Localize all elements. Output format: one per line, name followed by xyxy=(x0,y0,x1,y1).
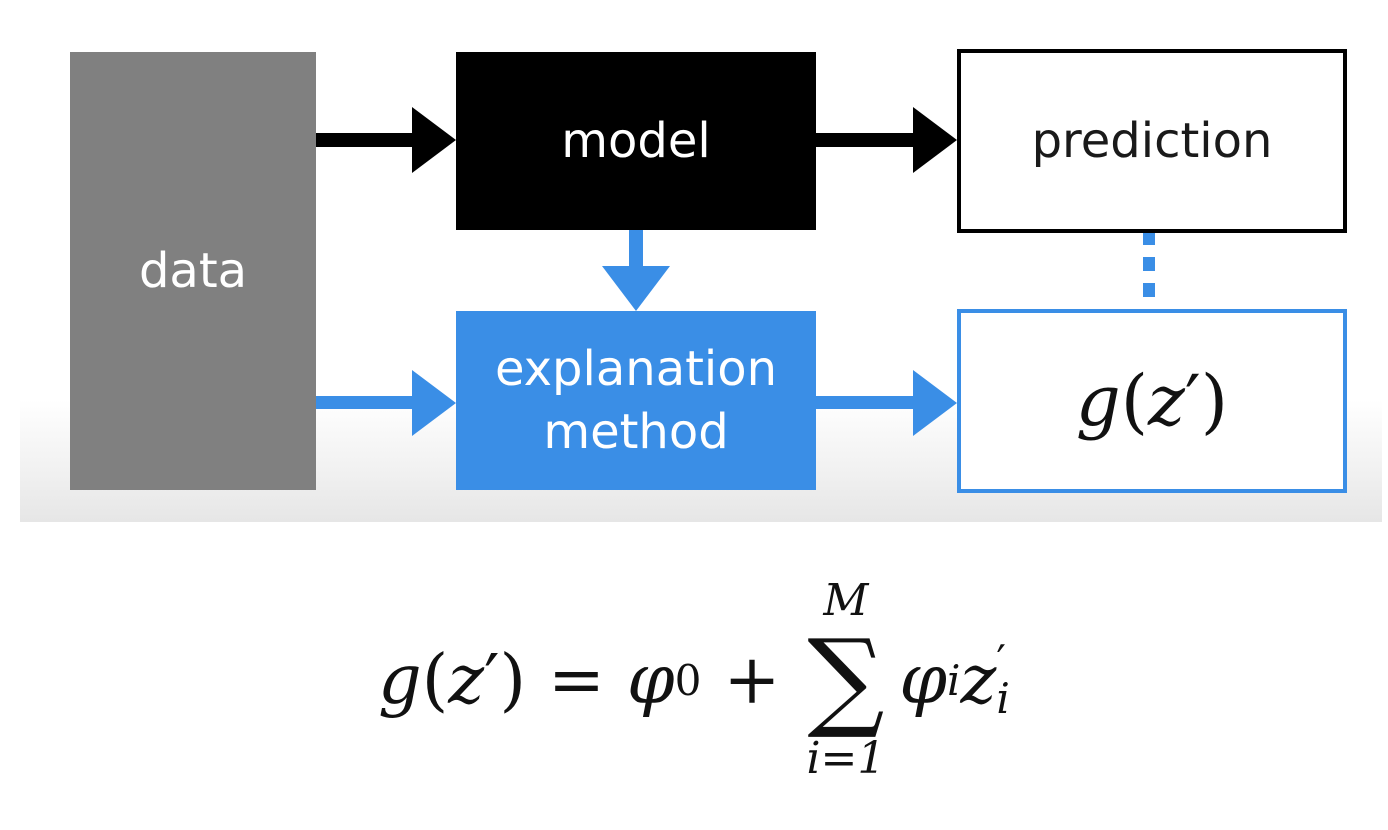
formula-phi0: φ xyxy=(627,640,675,720)
dotted-link xyxy=(1143,233,1155,297)
explanation-label: explanation method xyxy=(495,338,777,463)
formula-sum: M ∑ i=1 xyxy=(806,574,886,785)
formula-phi-i-sub: i xyxy=(947,655,961,705)
formula-lhs-var: z xyxy=(448,640,485,720)
sum-symbol: ∑ xyxy=(807,616,885,742)
diagram-arrows xyxy=(316,107,1155,436)
formula-z-i: z xyxy=(960,640,997,720)
prediction-label: prediction xyxy=(1031,113,1273,169)
arrow-model-to-explanation xyxy=(602,230,670,311)
formula-equals: = xyxy=(548,640,606,720)
prediction-node: prediction xyxy=(957,49,1347,233)
explanation-method-node: explanation method xyxy=(456,311,816,490)
data-node: data xyxy=(70,52,316,490)
formula-z-i-scripts: ′i xyxy=(996,636,1010,723)
formula-phi0-sub: 0 xyxy=(674,655,702,705)
arrow-data-to-explanation xyxy=(316,370,456,436)
g-func: g xyxy=(1075,360,1121,442)
formula-z-i-sub: i xyxy=(996,674,1010,723)
formula-phi-i: φ xyxy=(899,640,948,720)
arrow-explanation-to-gz xyxy=(816,370,957,436)
g-var: z xyxy=(1148,360,1185,442)
arrow-data-to-model xyxy=(316,107,456,173)
g-of-z-label: g(z′) xyxy=(1075,360,1229,442)
formula-lhs-func: g xyxy=(378,640,422,720)
sum-lower-limit: i=1 xyxy=(806,733,886,785)
explanation-label-line1: explanation xyxy=(494,341,778,398)
model-label: model xyxy=(561,112,711,169)
arrow-model-to-prediction xyxy=(816,107,957,173)
sum-upper-limit: M xyxy=(823,574,869,626)
model-node: model xyxy=(456,52,816,230)
formula-plus: + xyxy=(723,640,781,720)
explanation-label-line2: method xyxy=(543,403,729,460)
g-of-z-node: g(z′) xyxy=(957,309,1347,493)
data-label: data xyxy=(138,242,248,299)
